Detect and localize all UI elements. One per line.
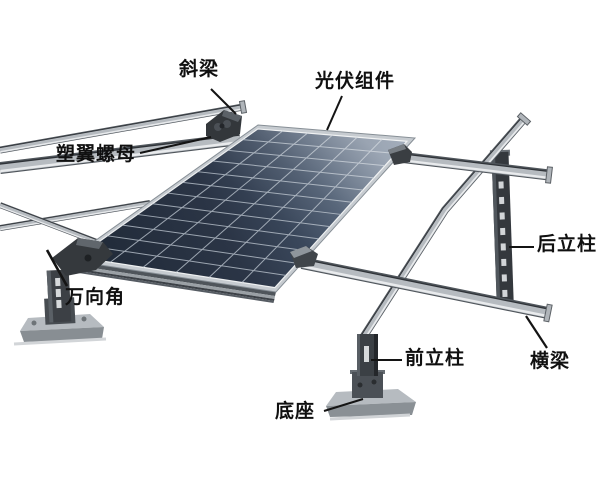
label-base: 底座 xyxy=(275,401,316,422)
label-rear-column: 后立柱 xyxy=(537,234,598,255)
back-rails xyxy=(0,100,248,250)
label-pv-module: 光伏组件 xyxy=(315,71,396,92)
label-cross-beam: 横梁 xyxy=(530,351,571,372)
clamps xyxy=(206,110,412,268)
label-front-column: 前立柱 xyxy=(405,348,466,369)
right-inclined-beam xyxy=(360,112,532,339)
label-universal-angle: 万向角 xyxy=(65,287,126,308)
back-beam-right xyxy=(398,151,553,184)
front-cross-beam xyxy=(300,257,553,323)
pv-panel xyxy=(65,124,417,303)
label-plastic-wing-nut: 塑翼螺母 xyxy=(56,144,137,165)
leader-lines xyxy=(45,88,548,412)
front-column xyxy=(326,334,416,421)
rear-column xyxy=(489,149,514,303)
left-support xyxy=(13,238,113,346)
label-inclined-beam: 斜梁 xyxy=(179,59,220,80)
